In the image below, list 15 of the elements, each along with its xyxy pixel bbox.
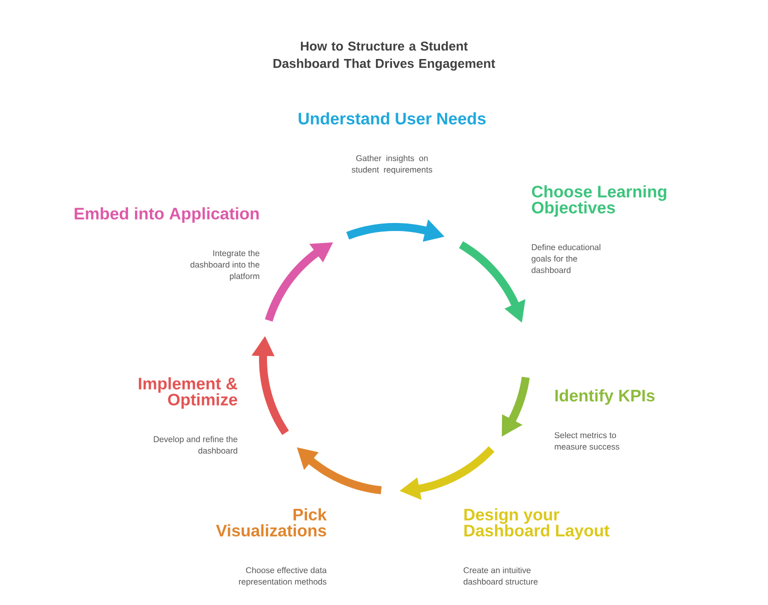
step-title: Understand User Needs xyxy=(298,112,486,124)
title: How to Structure a Student Dashboard That Drives Engagement xyxy=(274,41,496,71)
step-title: Embed into Application xyxy=(74,207,259,223)
step-description: Create an intuitive dashboard structure xyxy=(464,567,538,585)
step-description: Choose effective data representation methods xyxy=(239,567,327,586)
step-description: Integrate the dashboard into the platform xyxy=(190,250,260,281)
step-title: Design your Dashboard Layout xyxy=(464,508,610,540)
step-title: Pick Visualizations xyxy=(216,508,327,536)
step-description: Gather insights on student requirements xyxy=(352,155,432,174)
step-title: Implement & Optimize xyxy=(138,377,238,409)
step-description: Define educational goals for the dashboard xyxy=(532,244,600,274)
step-title: Identify KPIs xyxy=(555,389,655,405)
step-title: Choose Learning Objectives xyxy=(532,185,666,217)
step-description: Select metrics to measure success xyxy=(554,432,620,450)
step-description: Develop and refine the dashboard xyxy=(154,436,238,454)
